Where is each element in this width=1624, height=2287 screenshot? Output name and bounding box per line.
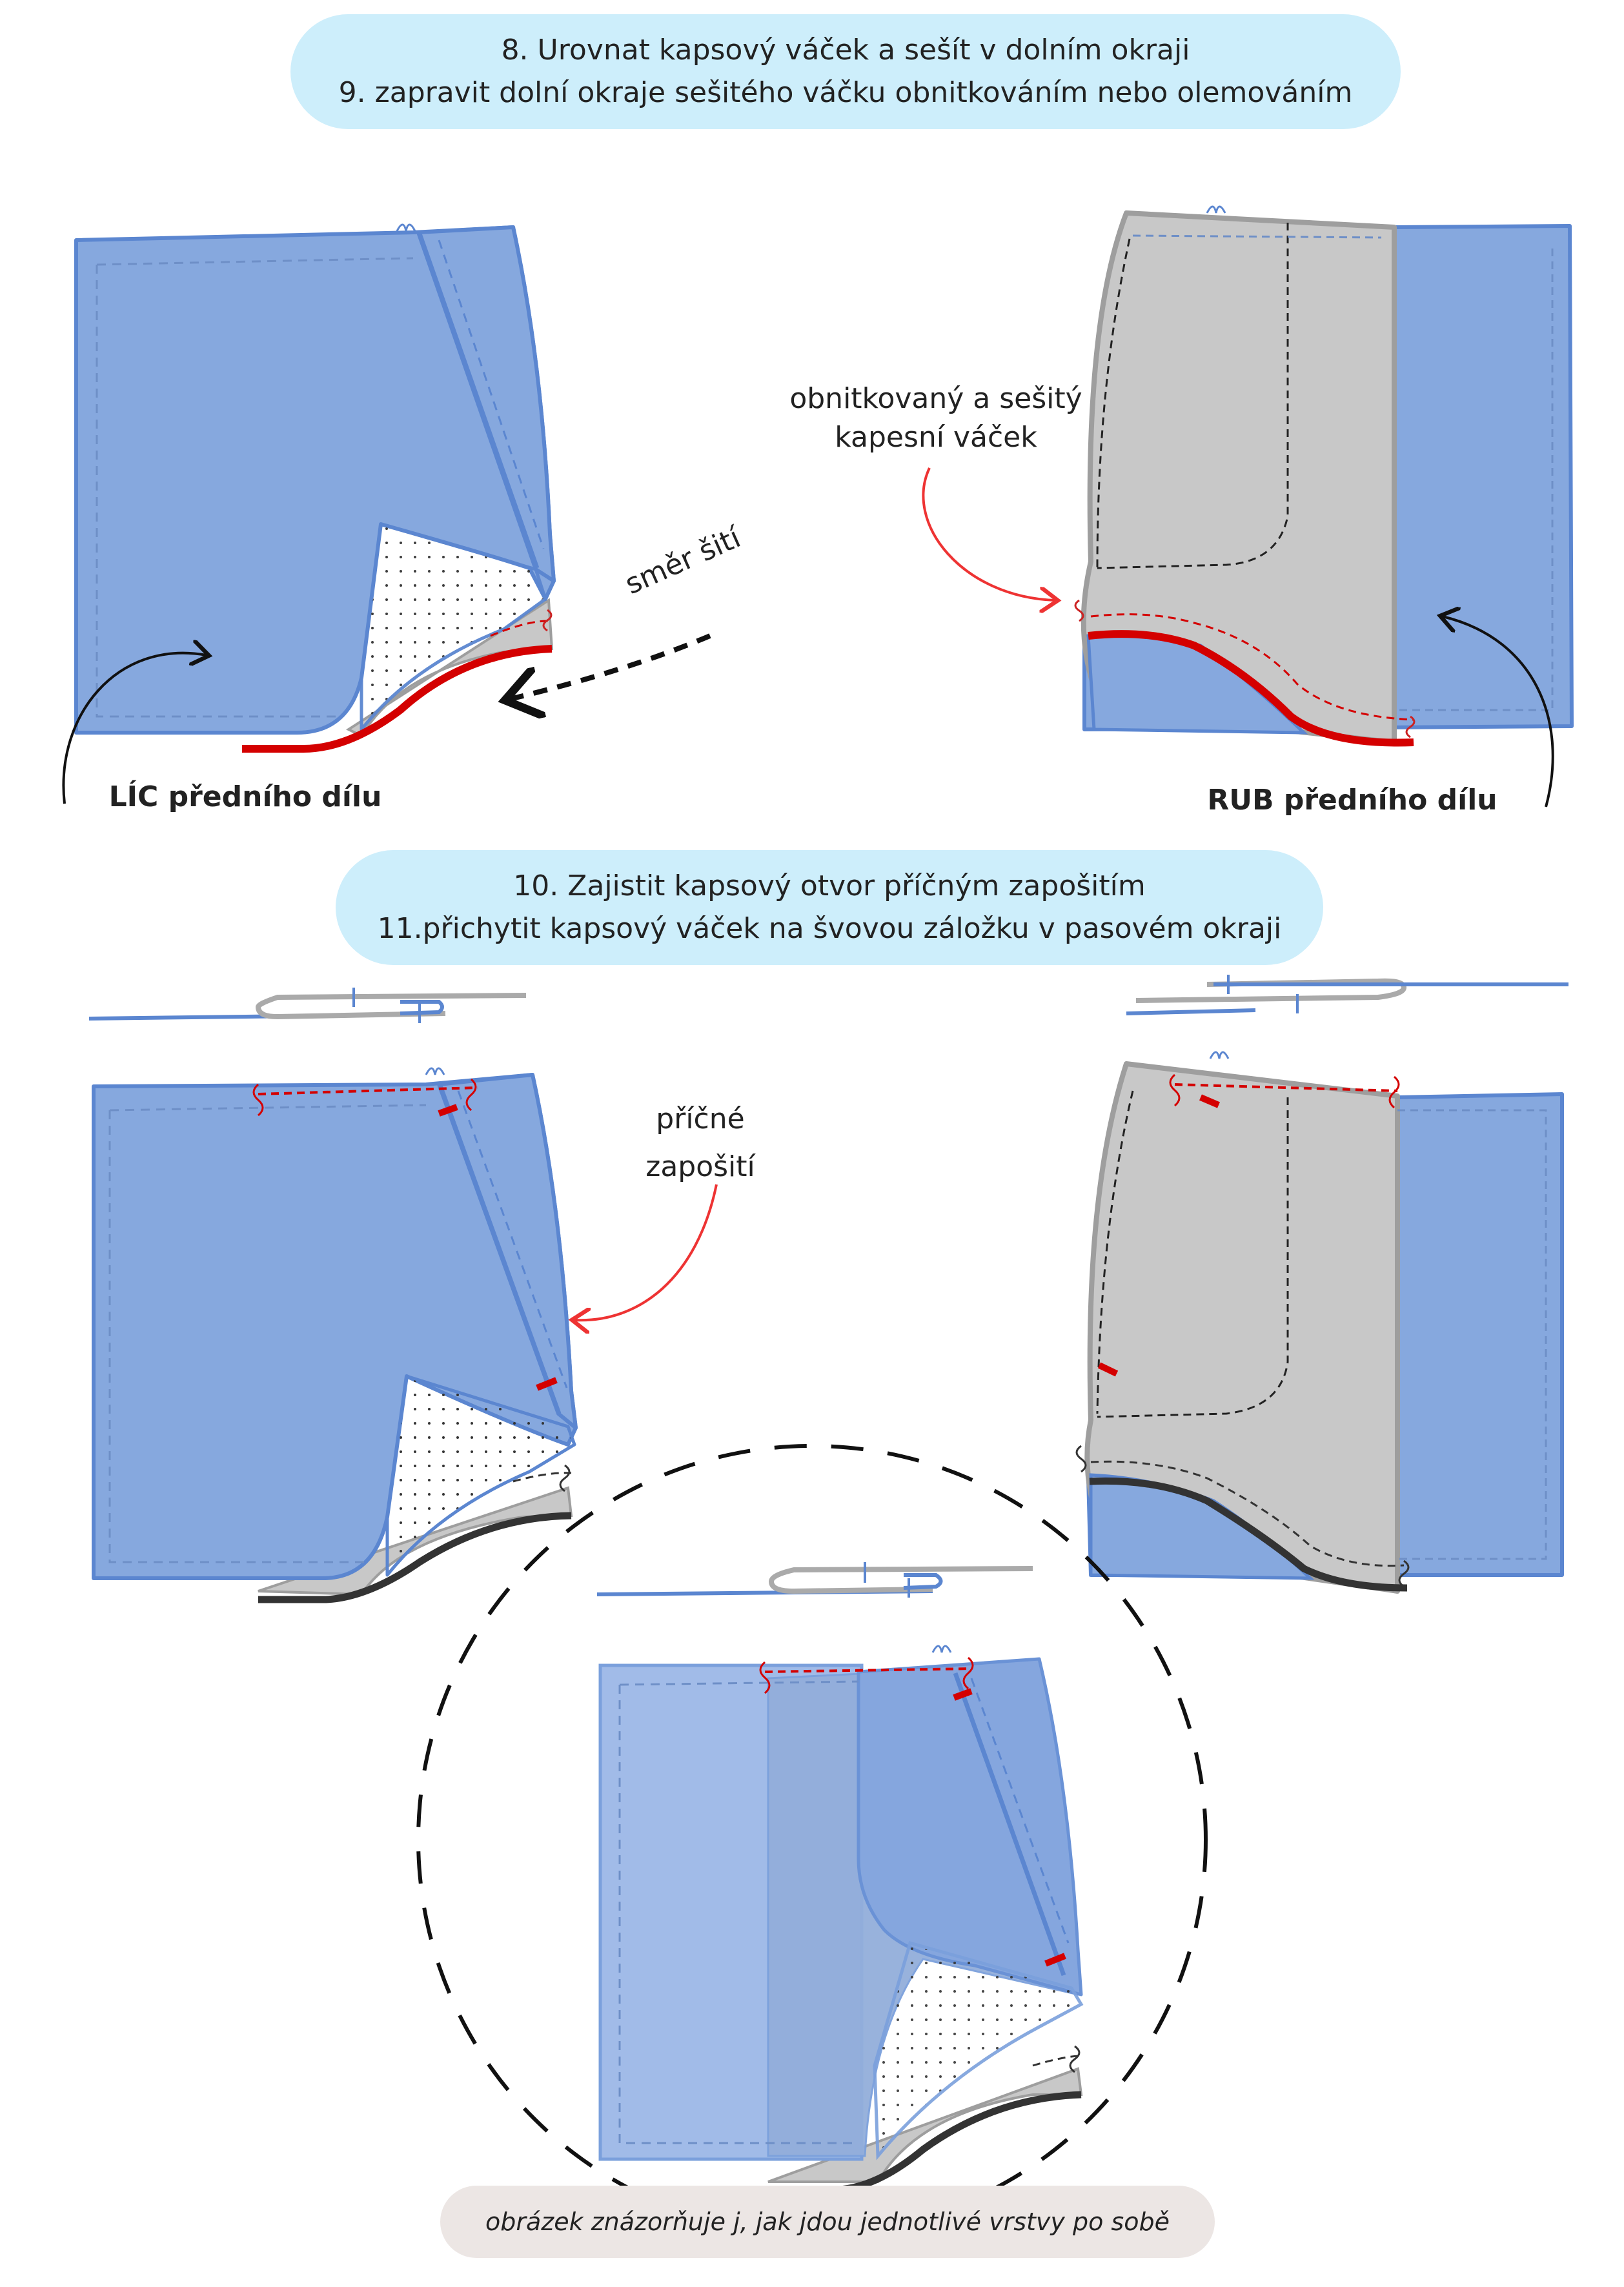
seam-allowance-dashes xyxy=(96,257,414,718)
inner-dashed-line xyxy=(1097,223,1289,569)
pocket-label-arrow xyxy=(922,467,1055,600)
bartack-label: příčné zapošití xyxy=(616,1095,784,1191)
step-11-text: 11.přichytit kapsový váček na švovou zál… xyxy=(377,912,1282,945)
bartack-bottom xyxy=(536,1377,558,1391)
front-piece-right-side-step8 xyxy=(74,223,556,753)
layers-circle xyxy=(416,1444,1208,2235)
steps-8-9-banner: 8. Urovnat kapsový váček a sešít v dolní… xyxy=(290,14,1401,129)
waist-fold-circle xyxy=(596,1562,1033,1598)
red-finished-edge-rub xyxy=(1088,630,1414,747)
lic-label: LÍC předního dílu xyxy=(108,780,382,813)
dotted-bag-step10 xyxy=(385,1374,576,1577)
sewing-direction-arrow xyxy=(510,633,711,699)
pocket-facing-strip xyxy=(416,225,556,583)
pocket-bag-label-line1: obnitkovaný a sešitý xyxy=(789,382,1082,415)
pocket-bag-label-line2: kapesní váček xyxy=(835,421,1037,454)
rub-arrow xyxy=(1443,616,1554,808)
red-dashed-seam-rub xyxy=(1090,613,1414,721)
steps-10-11-banner: 10. Zajistit kapsový otvor příčným zapoš… xyxy=(336,850,1323,965)
step-10-text: 10. Zajistit kapsový otvor příčným zapoš… xyxy=(513,869,1146,902)
pocket-opening-line xyxy=(417,232,540,569)
bartack-label-line2: zapošití xyxy=(645,1150,755,1183)
caption-text: obrázek znázorňuje j, jak jdou jednotliv… xyxy=(485,2208,1170,2236)
caption-banner: obrázek znázorňuje j, jak jdou jednotliv… xyxy=(440,2186,1215,2258)
waist-red-dash xyxy=(258,1086,478,1095)
dark-finished-edge xyxy=(258,1512,572,1603)
step-8-text: 8. Urovnat kapsový váček a sešít v dolní… xyxy=(501,34,1190,66)
rub-label: RUB předního dílu xyxy=(1207,784,1497,817)
bartack-top xyxy=(438,1104,458,1117)
dark-edge-circle xyxy=(768,2091,1082,2193)
bartack-label-line1: příčné xyxy=(656,1103,745,1135)
layers-illustration xyxy=(598,1645,1084,2193)
front-piece-step10 xyxy=(92,1067,578,1603)
waist-fold-right xyxy=(1126,975,1568,1015)
outline-dashed-line xyxy=(1096,238,1131,569)
step-9-text: 9. zapravit dolní okraje sešitého váčku … xyxy=(338,76,1353,109)
lic-arrow xyxy=(62,653,207,804)
front-piece-step11 xyxy=(1075,1051,1564,1594)
pocket-bag-label: obnitkovaný a sešitý kapesní váček xyxy=(755,380,1117,457)
waist-fold-left xyxy=(88,988,527,1023)
front-piece-wrong-side-step9 xyxy=(1074,205,1574,747)
dotted-bag-circle xyxy=(873,1940,1084,2160)
waist-red-dash-rub xyxy=(1174,1083,1398,1092)
bartack-label-arrow xyxy=(574,1184,718,1320)
dotted-pocket-bag xyxy=(360,522,547,731)
red-finished-edge xyxy=(242,645,553,753)
